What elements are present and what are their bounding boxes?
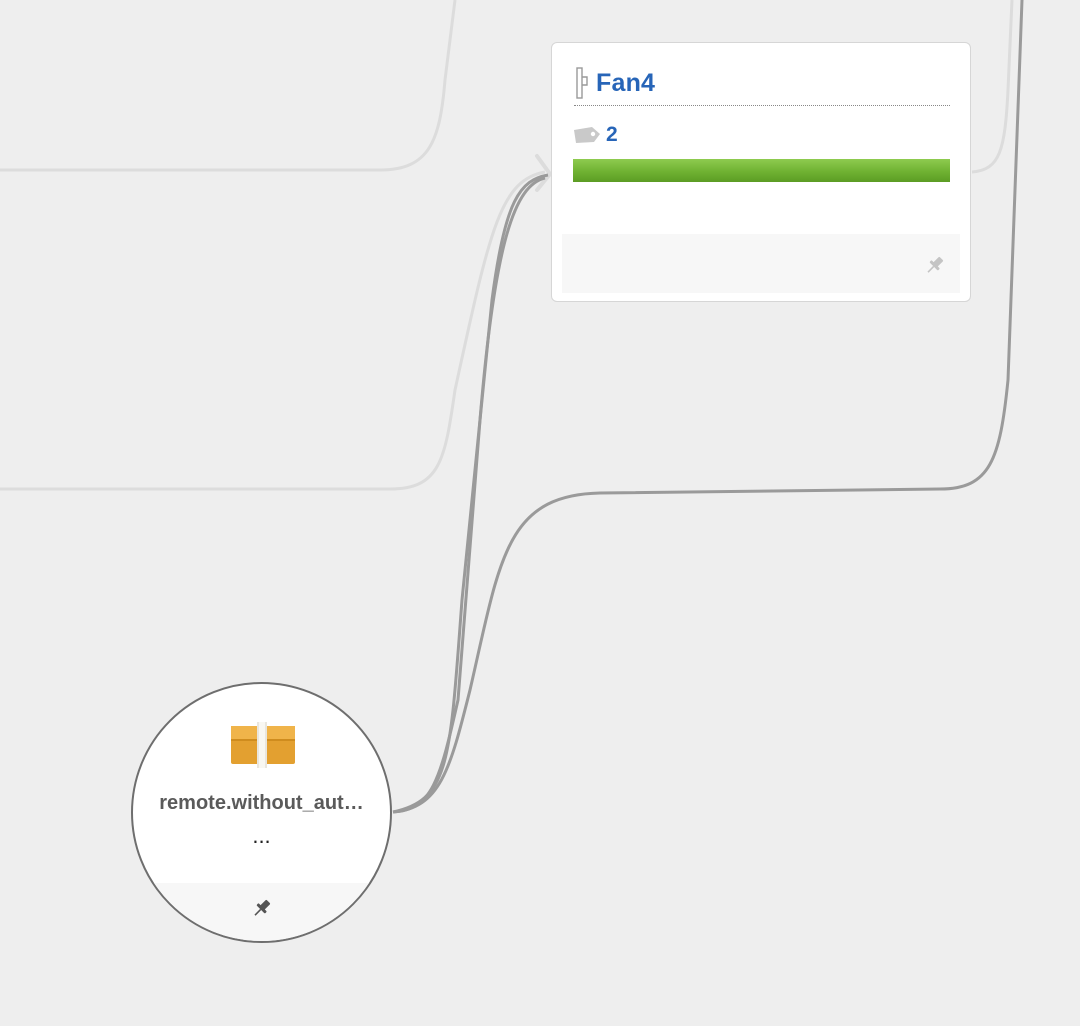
node-label[interactable]: remote.without_aut… [159,792,364,814]
branch-node-icon [574,67,590,99]
edge-circle-to-card-2 [392,176,546,814]
pin-icon[interactable] [251,897,273,919]
tag-icon [572,123,602,147]
edge-faint-middle [0,170,546,491]
package-box-icon [230,722,296,768]
card-footer [562,234,960,293]
node-more-ellipsis: ... [252,823,271,848]
card-count-row: 2 [572,123,618,147]
card-header: Fan4 [574,61,950,106]
edge-circle-to-right [392,0,1024,814]
edge-faint-card-right [971,0,1014,174]
edge-faint-top [0,0,457,172]
card-title[interactable]: Fan4 [596,68,656,97]
node-card-fan4[interactable]: Fan4 2 [551,42,971,302]
node-circle-remote[interactable]: remote.without_aut… ... [131,682,392,943]
circle-footer [133,883,390,941]
card-count: 2 [606,123,618,146]
edge-arrowhead [535,154,553,192]
progress-bar [573,159,950,182]
progress-bar-fill [573,159,950,182]
edge-circle-to-card-1 [392,173,549,814]
pin-icon[interactable] [924,254,946,276]
